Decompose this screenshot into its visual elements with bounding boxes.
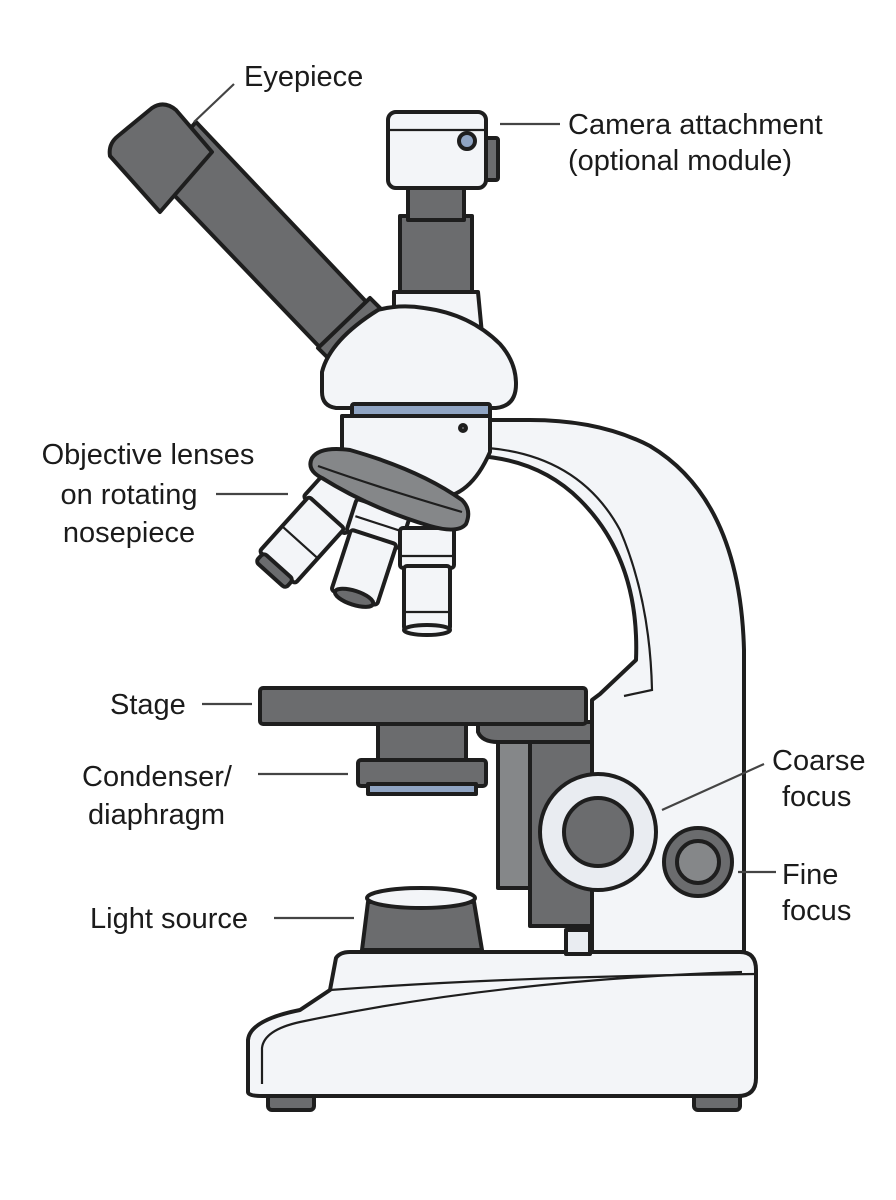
arm [476,418,746,956]
label-fine-line1: Fine [782,859,838,891]
label-camera-line2: (optional module) [568,145,792,177]
labels: Eyepiece Camera attachment (optional mod… [42,61,866,935]
base [246,950,758,1112]
diaphragm-blue [366,782,478,796]
leader-eyepiece [193,83,235,123]
focus-rod [564,928,592,956]
eyepiece-tube [107,102,388,368]
label-condenser-line2: diaphragm [88,799,225,831]
label-stage: Stage [110,689,186,721]
label-condenser-line1: Condenser/ [82,761,233,793]
label-objective-line3: nosepiece [63,517,195,549]
arm-body [476,418,746,954]
stage-plate [258,686,588,726]
leader-lines [193,83,776,920]
label-eyepiece: Eyepiece [244,61,363,93]
base-highlight [260,970,743,1084]
head-body [320,304,518,410]
fine-focus-knob [662,826,734,898]
objective-right [398,526,456,637]
label-objective-line1: Objective lenses [42,439,255,471]
condenser [356,720,488,796]
camera-tube-lower [398,214,474,294]
arm-highlight [487,446,654,698]
base-top-edge [329,972,757,992]
label-coarse-line1: Coarse [772,745,866,777]
label-camera-line1: Camera attachment [568,109,823,141]
camera-lens-dot [457,131,477,151]
camera-module [386,110,500,294]
light-source-lens [365,886,477,910]
objective-lenses [255,447,471,637]
eyepiece-cup [107,102,214,214]
stage-bracket [476,720,594,744]
condenser-body [376,720,468,764]
label-coarse-line2: focus [782,781,851,813]
base-body [246,950,758,1098]
label-objective-line2: on rotating [60,479,197,511]
leader-coarse [661,762,765,812]
light-source [360,886,484,952]
revolver-screw [458,423,468,433]
label-light-source: Light source [90,903,248,935]
coarse-focus-knob [538,772,658,892]
label-fine-line2: focus [782,895,851,927]
